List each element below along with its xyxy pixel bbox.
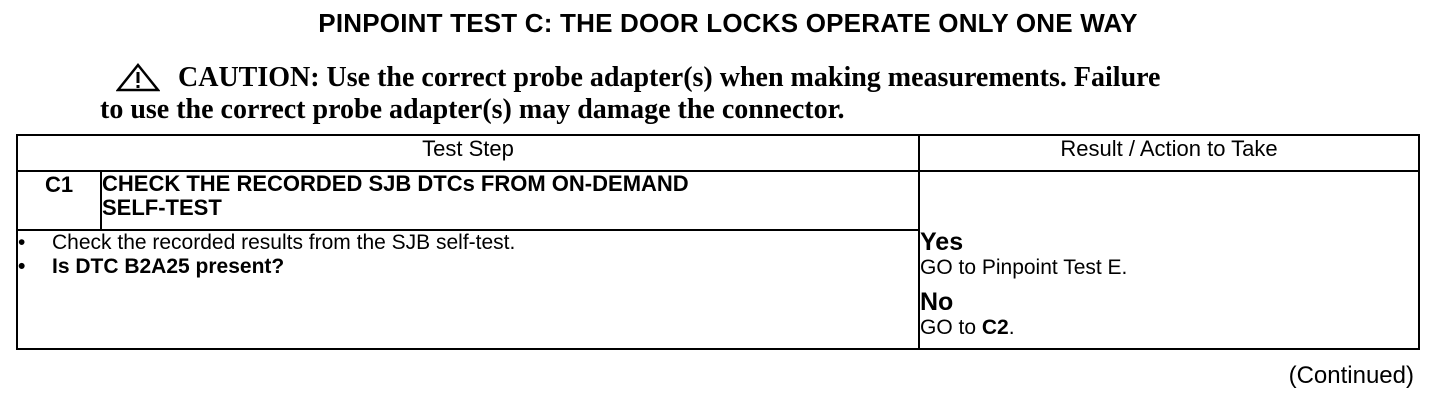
step-title: CHECK THE RECORDED SJB DTCs FROM ON-DEMA… (100, 169, 920, 232)
result-cell: Yes GO to Pinpoint Test E. No GO to C2. (918, 170, 1420, 350)
continued-label: (Continued) (1288, 362, 1414, 389)
bullet-icon: • (18, 231, 26, 255)
result-no-label: No (920, 288, 954, 316)
header-result-action: Result / Action to Take (918, 134, 1420, 172)
caution-notice: CAUTION: Use the correct probe adapter(s… (100, 62, 1360, 126)
action-text-1: Check the recorded results from the SJB … (52, 231, 516, 255)
action-text-2: Is DTC B2A25 present? (52, 255, 285, 279)
step-title-line-1: CHECK THE RECORDED SJB DTCs FROM ON-DEMA… (102, 171, 689, 196)
step-actions: • Check the recorded results from the SJ… (16, 229, 920, 350)
caution-text-1: CAUTION: Use the correct probe adapter(s… (178, 62, 1161, 93)
result-no-prefix: GO to (920, 316, 982, 339)
step-actions-row: • Check the recorded results from the SJ… (16, 229, 1419, 350)
page-title: PINPOINT TEST C: THE DOOR LOCKS OPERATE … (318, 8, 1138, 38)
caution-line-1: CAUTION: Use the correct probe adapter(s… (100, 62, 1360, 94)
step-title-line-2: SELF-TEST (102, 195, 222, 220)
step-title-row: C1 CHECK THE RECORDED SJB DTCs FROM ON-D… (16, 169, 1420, 350)
result-yes-label: Yes (920, 228, 964, 256)
caution-line-2: to use the correct probe adapter(s) may … (100, 94, 845, 125)
action-item: • Check the recorded results from the SJ… (18, 231, 918, 255)
step-id: C1 (16, 169, 102, 232)
result-no-text: GO to C2. (920, 316, 1418, 340)
header-test-step: Test Step (16, 134, 920, 172)
table-header-row: Test Step Result / Action to Take (16, 134, 1420, 172)
result-no-suffix: . (1008, 316, 1015, 339)
warning-triangle-icon (116, 63, 160, 93)
bullet-icon: • (18, 255, 26, 279)
result-no-target: C2 (981, 316, 1009, 339)
pinpoint-test-table: Test Step Result / Action to Take C1 CHE… (16, 134, 1420, 350)
result-yes-text: GO to Pinpoint Test E. (920, 256, 1128, 279)
action-item: • Is DTC B2A25 present? (18, 255, 918, 279)
